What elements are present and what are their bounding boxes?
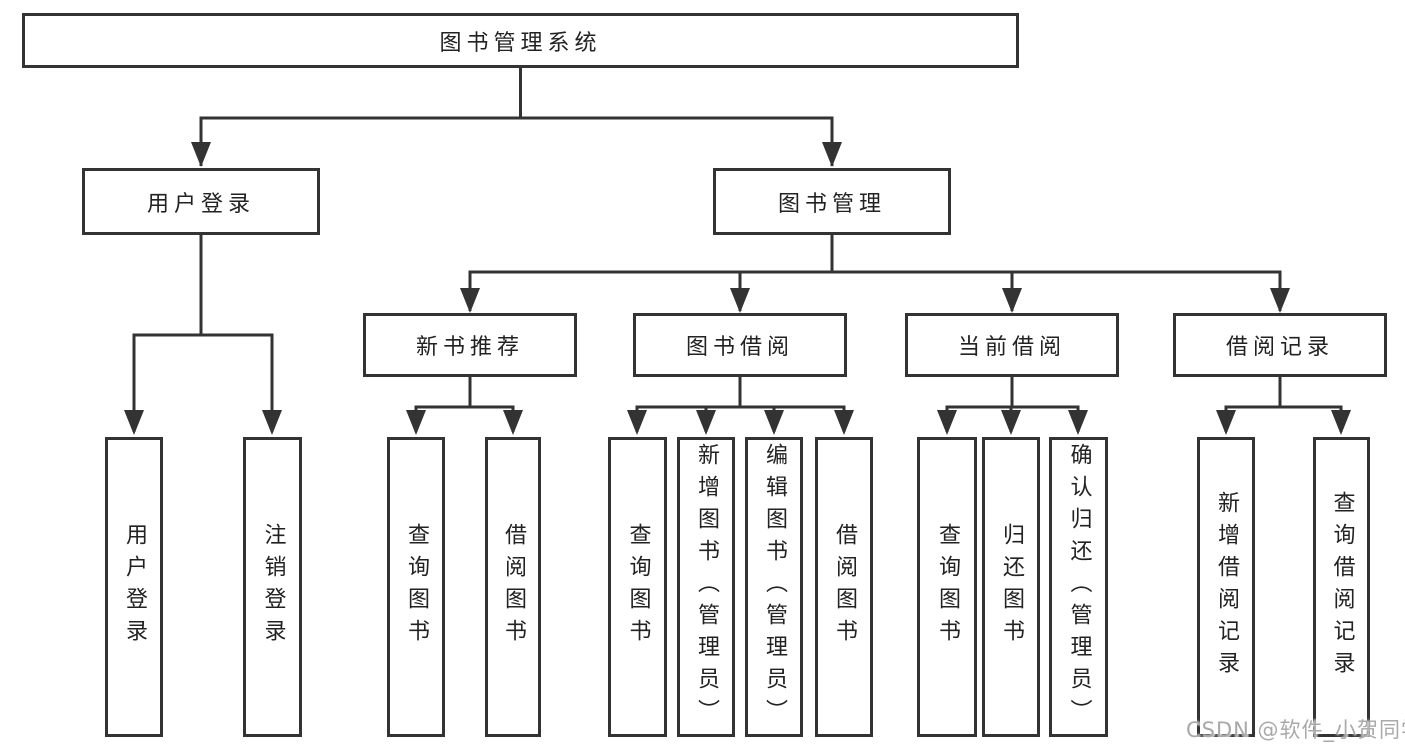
node-root-label: 图书管理系统	[439, 30, 602, 56]
leaf-query-books-borrow-label: 查询图书	[625, 523, 651, 651]
arrowheads	[124, 142, 1351, 435]
node-borrow-records: 借阅记录	[1173, 313, 1387, 377]
node-new-book-recommend: 新书推荐	[363, 313, 577, 377]
node-book-borrow: 图书借阅	[633, 313, 847, 377]
leaf-add-book-admin-label: 新增图书（管理员）	[694, 443, 719, 731]
leaf-confirm-return-admin: 确认归还（管理员）	[1049, 437, 1108, 737]
connector-borrowrecord-group	[1224, 377, 1343, 432]
leaf-query-books-current: 查询图书	[917, 437, 977, 737]
leaf-query-books-borrow: 查询图书	[608, 437, 667, 737]
leaf-query-books-current-label: 查询图书	[935, 523, 960, 651]
node-book-borrow-label: 图书借阅	[685, 335, 794, 360]
leaf-edit-book-admin: 编辑图书（管理员）	[745, 437, 803, 737]
leaf-confirm-return-admin-label: 确认归还（管理员）	[1066, 443, 1092, 731]
leaf-borrow-books-label: 借阅图书	[832, 523, 857, 651]
connector-bookmgmt-to-level3	[468, 235, 1282, 311]
leaf-borrow-books-recommend: 借阅图书	[485, 437, 541, 737]
node-book-management-label: 图书管理	[777, 191, 886, 217]
leaf-borrow-books: 借阅图书	[815, 437, 873, 737]
leaf-borrow-books-recommend-label: 借阅图书	[501, 523, 526, 651]
leaf-return-book: 归还图书	[982, 437, 1040, 737]
watermark: CSDN @软件_小贺同学	[1186, 718, 1405, 742]
leaf-user-login: 用户登录	[105, 437, 163, 737]
leaf-logout: 注销登录	[243, 437, 302, 737]
leaf-user-login-label: 用户登录	[122, 523, 147, 651]
leaf-query-books-recommend: 查询图书	[387, 437, 445, 737]
leaf-query-books-recommend-label: 查询图书	[404, 523, 429, 651]
node-user-login-label: 用户登录	[146, 191, 255, 217]
leaf-query-borrow-record: 查询借阅记录	[1313, 437, 1370, 737]
connector-bookborrow-group	[635, 377, 846, 432]
leaf-add-borrow-record-label: 新增借阅记录	[1214, 491, 1239, 683]
connector-newbook-group	[414, 377, 515, 432]
leaf-query-borrow-record-label: 查询借阅记录	[1329, 491, 1355, 683]
node-current-borrow: 当前借阅	[905, 313, 1119, 377]
connector-root-to-level2	[199, 68, 834, 166]
node-root-system: 图书管理系统	[22, 13, 1019, 68]
node-current-borrow-label: 当前借阅	[957, 335, 1066, 360]
node-new-book-recommend-label: 新书推荐	[415, 335, 524, 360]
node-book-management: 图书管理	[713, 168, 951, 235]
node-user-login: 用户登录	[82, 168, 320, 235]
leaf-add-book-admin: 新增图书（管理员）	[677, 437, 735, 737]
node-borrow-records-label: 借阅记录	[1225, 335, 1334, 360]
leaf-logout-label: 注销登录	[260, 523, 286, 651]
leaf-edit-book-admin-label: 编辑图书（管理员）	[762, 443, 787, 731]
leaf-add-borrow-record: 新增借阅记录	[1197, 437, 1255, 737]
connector-userlogin-group	[132, 235, 274, 432]
leaf-return-book-label: 归还图书	[999, 523, 1024, 651]
